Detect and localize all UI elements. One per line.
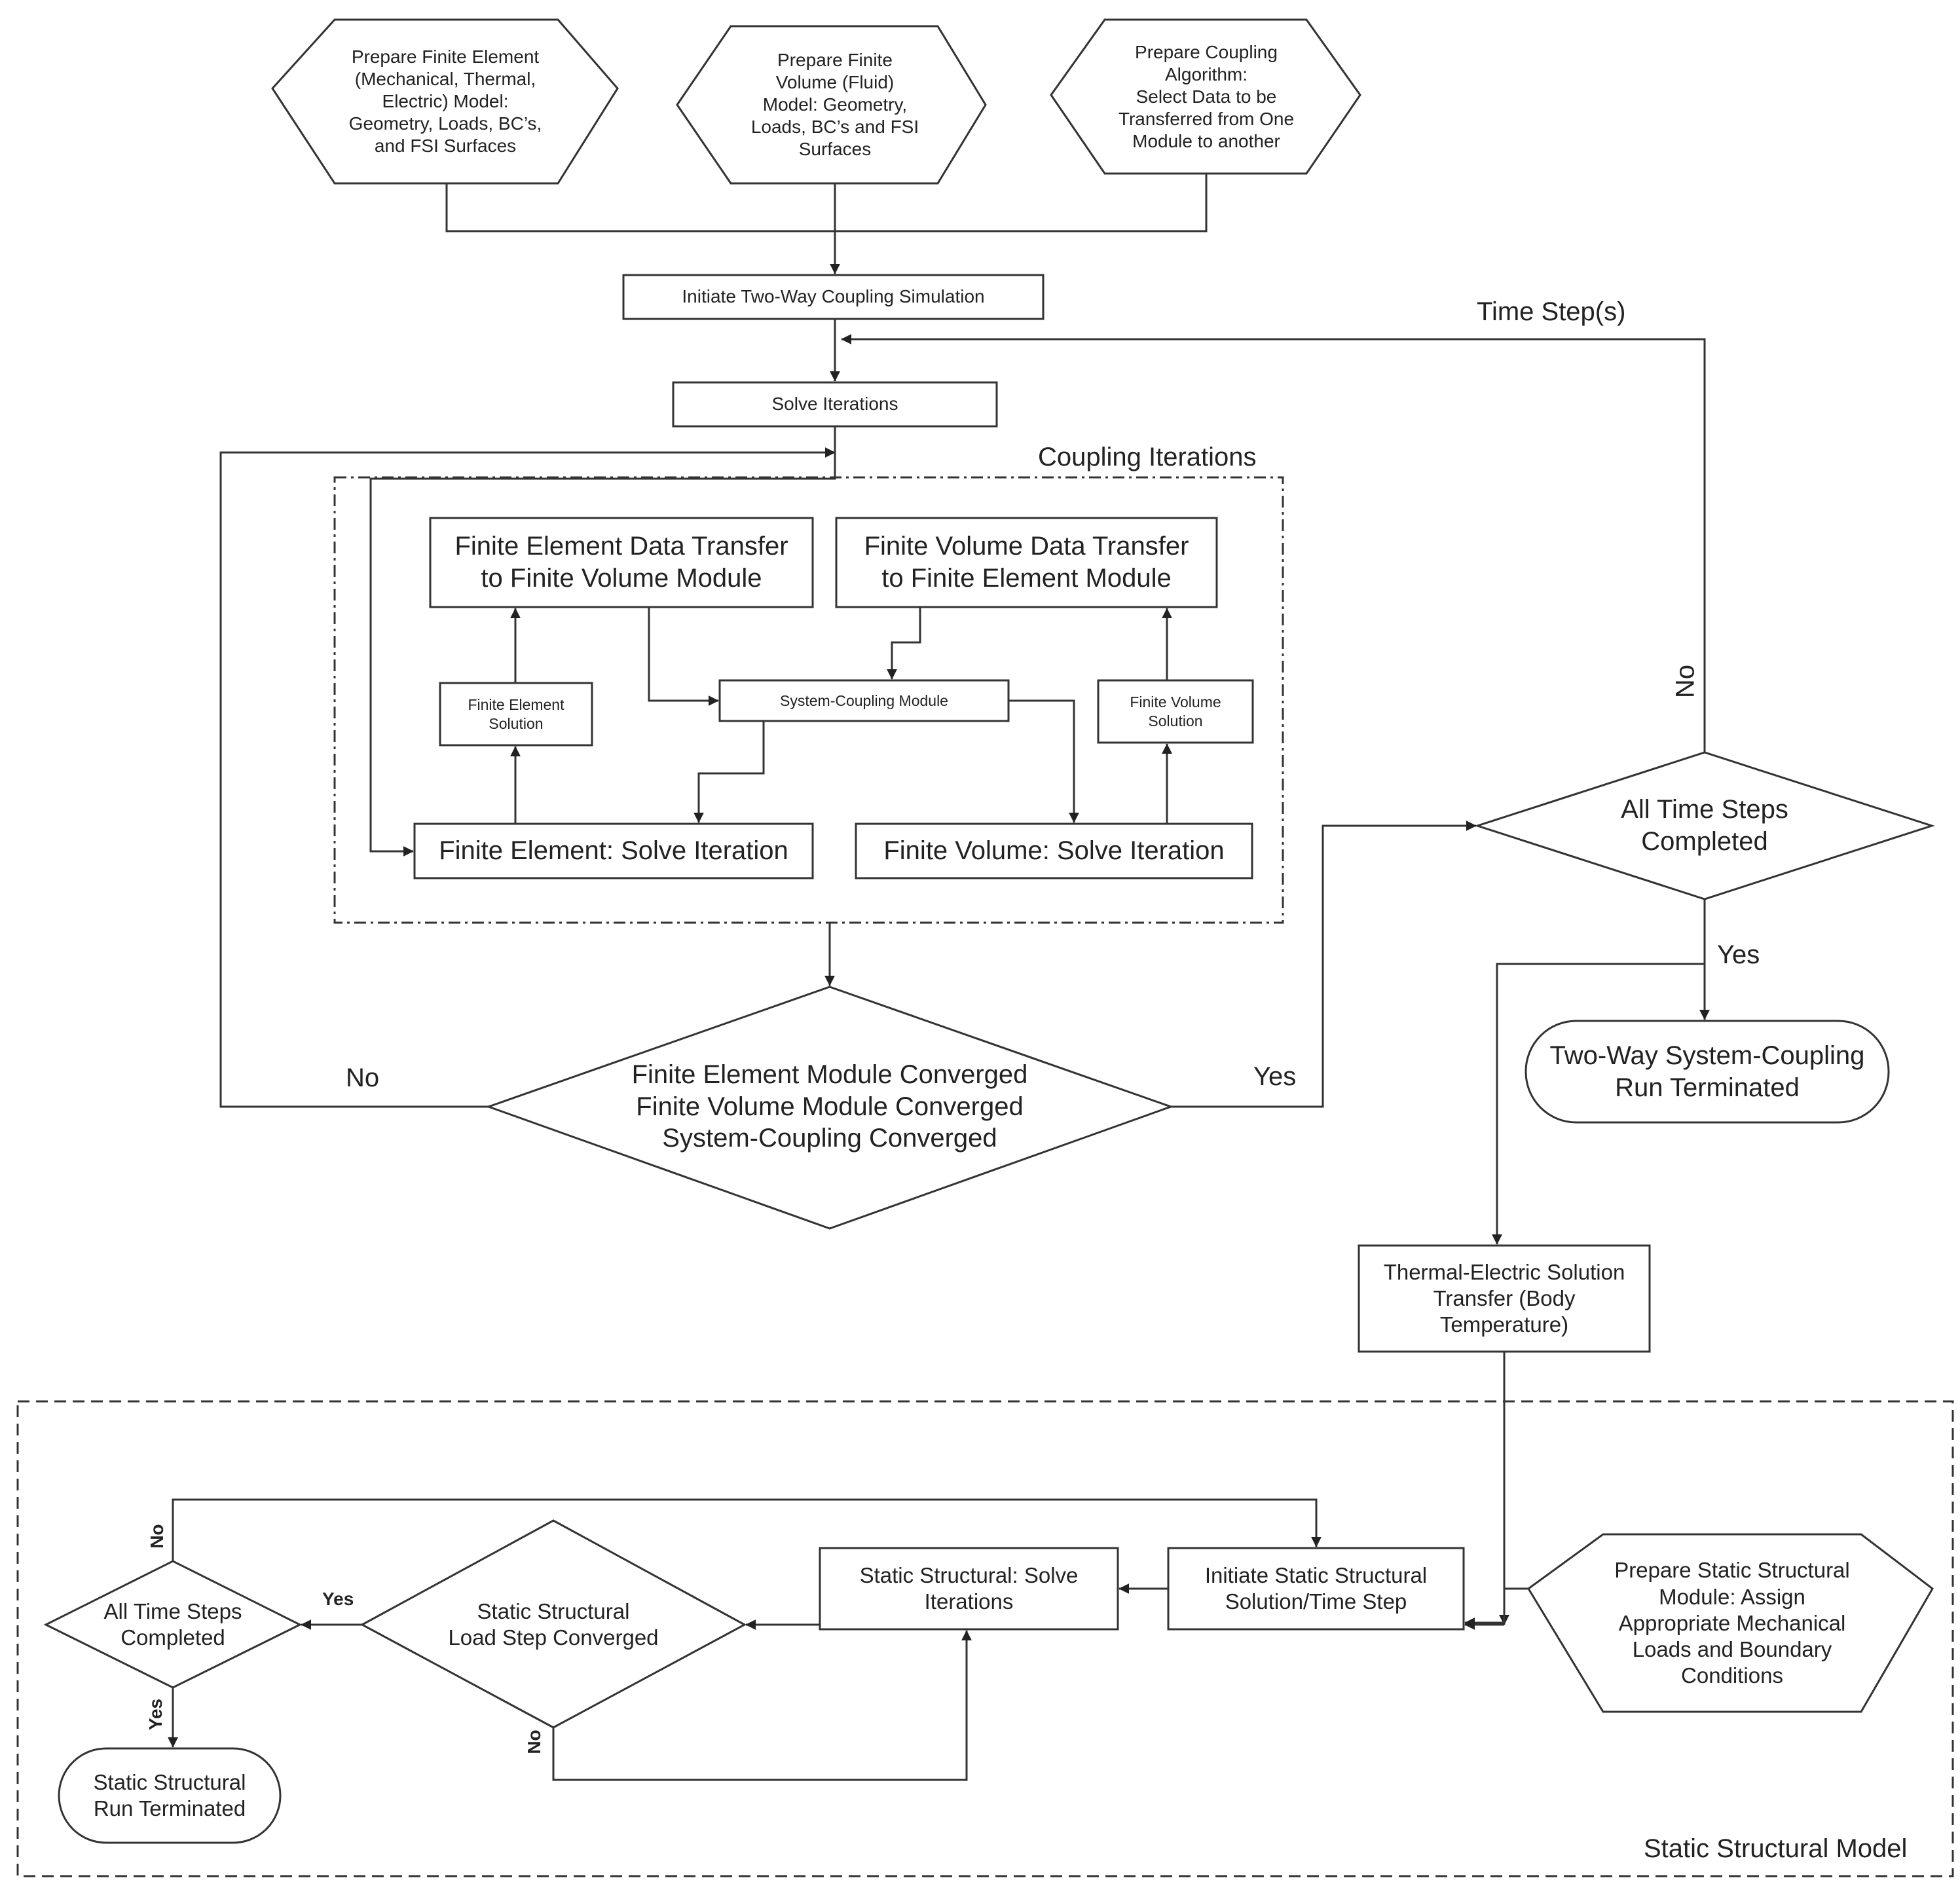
fv-solution-label: Finite Volume Solution xyxy=(1130,693,1221,730)
static-no-top-label: No xyxy=(147,1524,167,1549)
static-solve-box xyxy=(819,1547,1119,1631)
fv-solve-label: Finite Volume: Solve Iteration xyxy=(883,836,1225,866)
static-no-bottom-label: No xyxy=(524,1729,544,1754)
static-solve-label: Static Structural: Solve Iterations xyxy=(859,1562,1079,1614)
static-all-steps-label: All Time Steps Completed xyxy=(103,1598,242,1650)
connector-solve-down xyxy=(369,426,836,857)
arrow-coupling-to-fv-solve xyxy=(1008,699,1079,823)
arrow-coupling-to-fe-solve xyxy=(693,721,765,823)
static-terminated-pill xyxy=(58,1747,282,1844)
fv-transfer-box xyxy=(835,517,1218,608)
terminated-label: Two-Way System-Coupling Run Terminated xyxy=(1549,1041,1865,1102)
yes-right-label: Yes xyxy=(1717,940,1760,969)
prepare-fe-label: Prepare Finite Element (Mechanical, Ther… xyxy=(348,46,542,157)
arrow-to-thermal xyxy=(1492,963,1705,1245)
prepare-static-label: Prepare Static Structural Module: Assign… xyxy=(1614,1558,1850,1688)
static-structural-model-frame xyxy=(16,1400,1954,1877)
convergence-label: Finite Element Module Converged Finite V… xyxy=(631,1060,1028,1153)
fv-transfer-label: Finite Volume Data Transfer to Finite El… xyxy=(864,532,1189,593)
load-step-label: Static Structural Load Step Converged xyxy=(448,1598,659,1650)
arrow-all-no-loop xyxy=(172,1498,1322,1561)
arrow-prep-static-to-init xyxy=(1464,1587,1528,1628)
prepare-fv-hexagon xyxy=(676,25,987,185)
fe-solve-label: Finite Element: Solve Iteration xyxy=(439,836,788,866)
connector-prep-ca xyxy=(835,174,1208,232)
connector-prep-fe xyxy=(445,183,835,232)
static-all-steps-diamond xyxy=(43,1560,303,1689)
static-model-title: Static Structural Model xyxy=(1644,1834,1908,1863)
fv-solve-box xyxy=(855,822,1253,879)
system-coupling-label: System-Coupling Module xyxy=(780,692,948,709)
arrow-time-steps-loop xyxy=(841,334,1706,752)
thermal-transfer-label: Thermal-Electric Solution Transfer (Body… xyxy=(1383,1259,1625,1337)
fe-transfer-label: Finite Element Data Transfer to Finite V… xyxy=(454,532,788,593)
no-left-label: No xyxy=(346,1063,380,1092)
fv-solution-box xyxy=(1097,679,1254,744)
prepare-ca-label: Prepare Coupling Algorithm: Select Data … xyxy=(1118,41,1295,152)
fe-solve-box xyxy=(413,822,814,879)
arrow-fe-transfer-to-coupling xyxy=(648,607,719,706)
static-terminated-label: Static Structural Run Terminated xyxy=(93,1769,246,1820)
fe-transfer-box xyxy=(429,517,814,608)
static-yes-down-label: Yes xyxy=(145,1698,166,1731)
initiate-coupling-label: Initiate Two-Way Coupling Simulation xyxy=(682,286,985,307)
initiate-coupling-box xyxy=(622,274,1045,320)
prepare-fe-hexagon xyxy=(271,18,619,185)
init-static-label: Initiate Static Structural Solution/Time… xyxy=(1204,1562,1428,1614)
prepare-fv-label: Prepare Finite Volume (Fluid) Model: Geo… xyxy=(750,49,919,160)
prepare-static-hexagon xyxy=(1527,1533,1934,1713)
solve-iterations-label: Solve Iterations xyxy=(771,394,898,415)
arrow-load-no-loop xyxy=(552,1630,972,1781)
fe-solution-label: Finite Element Solution xyxy=(468,696,564,732)
all-time-steps-diamond xyxy=(1474,751,1935,900)
prepare-ca-hexagon xyxy=(1050,18,1361,175)
terminated-pill xyxy=(1525,1020,1890,1124)
time-steps-label: Time Step(s) xyxy=(1477,297,1626,326)
yes-converged-label: Yes xyxy=(1253,1062,1297,1091)
all-time-steps-label: All Time Steps Completed xyxy=(1621,795,1788,856)
load-step-diamond xyxy=(360,1519,747,1729)
arrow-fv-transfer-to-coupling xyxy=(887,607,921,680)
coupling-iterations-title: Coupling Iterations xyxy=(1038,443,1257,471)
coupling-iterations-frame xyxy=(333,476,1284,924)
no-right-label: No xyxy=(1671,664,1700,699)
arrow-yes-to-all-steps xyxy=(1171,821,1477,1108)
arrow-no-loop xyxy=(219,447,836,1108)
static-yes-left-label: Yes xyxy=(322,1589,354,1609)
